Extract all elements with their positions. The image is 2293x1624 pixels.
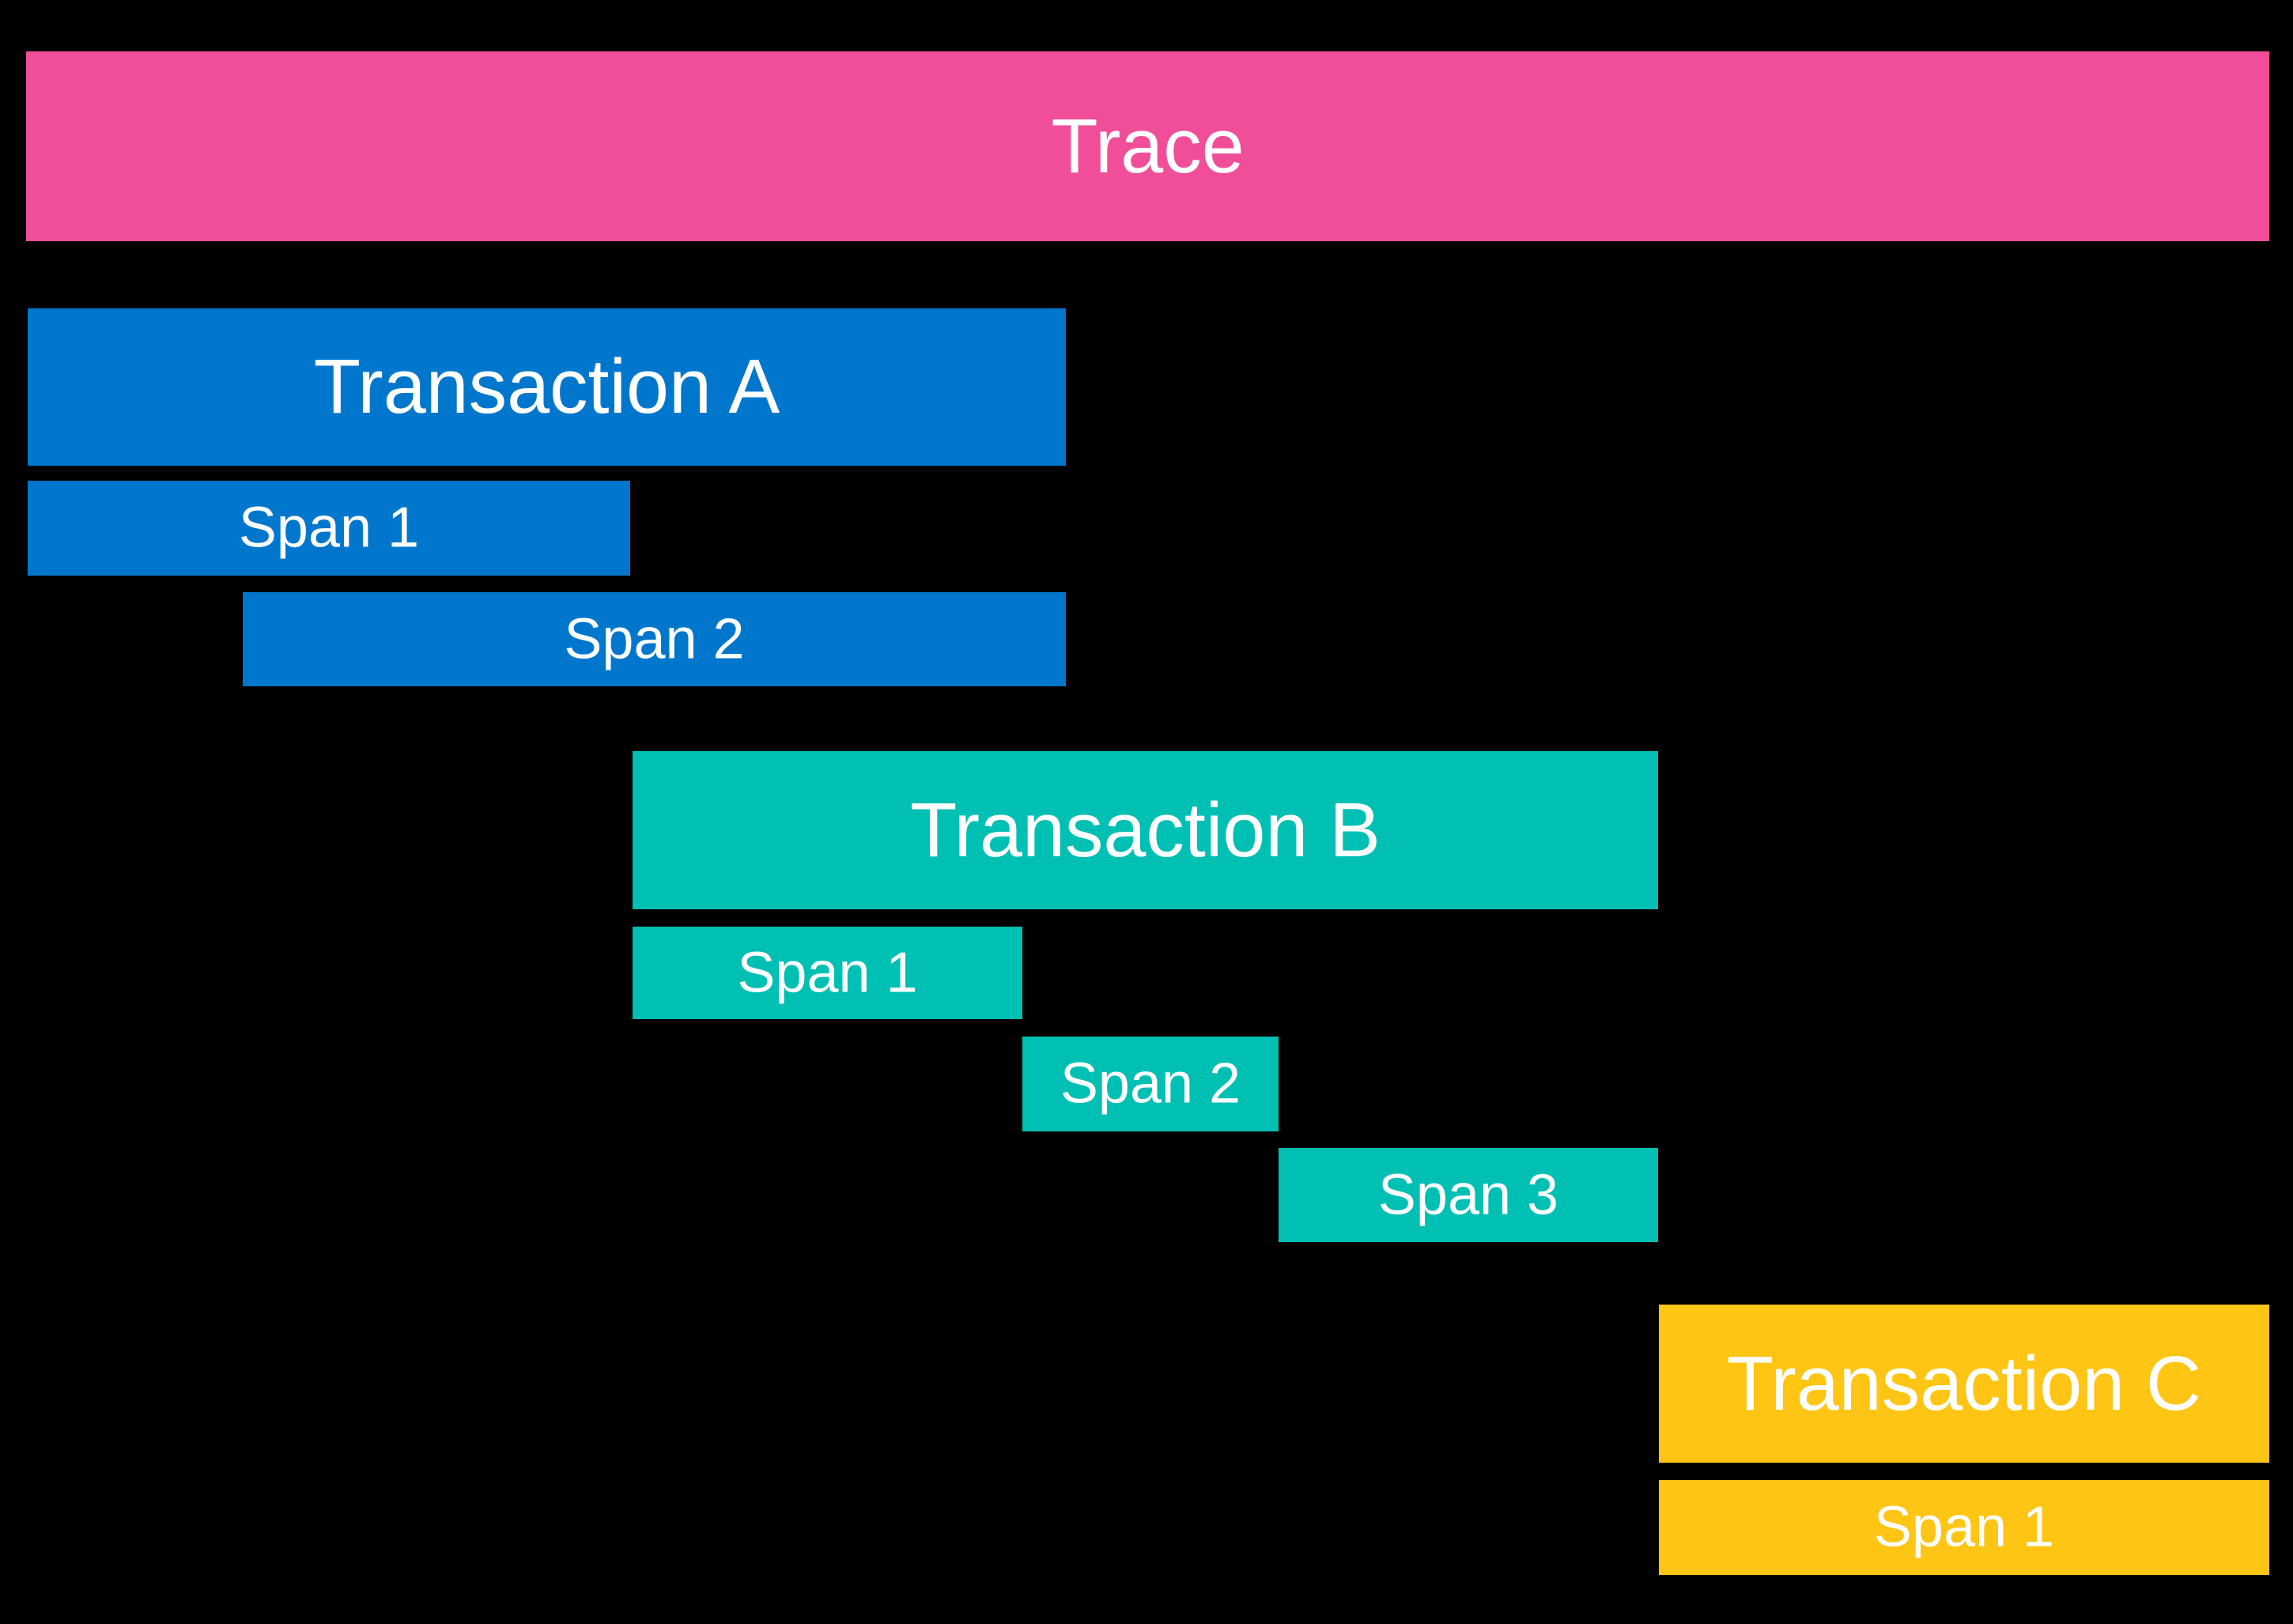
trace-bar: Trace xyxy=(26,51,2269,241)
transaction-b-span-3-bar-label: Span 3 xyxy=(1377,1162,1559,1226)
transaction-c-span-1-bar: Span 1 xyxy=(1659,1480,2269,1575)
transaction-b-bar: Transaction B xyxy=(633,751,1658,909)
transaction-a-bar: Transaction A xyxy=(28,308,1066,466)
transaction-c-bar-label: Transaction C xyxy=(1726,1339,2202,1426)
transaction-b-bar-label: Transaction B xyxy=(910,786,1381,873)
transaction-b-span-2-bar-label: Span 2 xyxy=(1060,1052,1241,1116)
transaction-c-span-1-bar-label: Span 1 xyxy=(1873,1495,2055,1559)
transaction-b-span-1-bar-label: Span 1 xyxy=(737,940,918,1004)
transaction-b-span-1-bar: Span 1 xyxy=(633,927,1022,1019)
transaction-b-span-3-bar: Span 3 xyxy=(1279,1148,1658,1242)
transaction-a-span-1-bar-label: Span 1 xyxy=(238,496,420,560)
transaction-b-span-2-bar: Span 2 xyxy=(1022,1037,1279,1131)
transaction-a-span-1-bar: Span 1 xyxy=(28,481,630,576)
transaction-a-span-2-bar: Span 2 xyxy=(243,592,1066,686)
transaction-c-bar: Transaction C xyxy=(1659,1305,2269,1463)
transaction-a-span-2-bar-label: Span 2 xyxy=(564,606,745,670)
transaction-a-bar-label: Transaction A xyxy=(313,343,780,430)
trace-bar-label: Trace xyxy=(1051,102,1245,189)
